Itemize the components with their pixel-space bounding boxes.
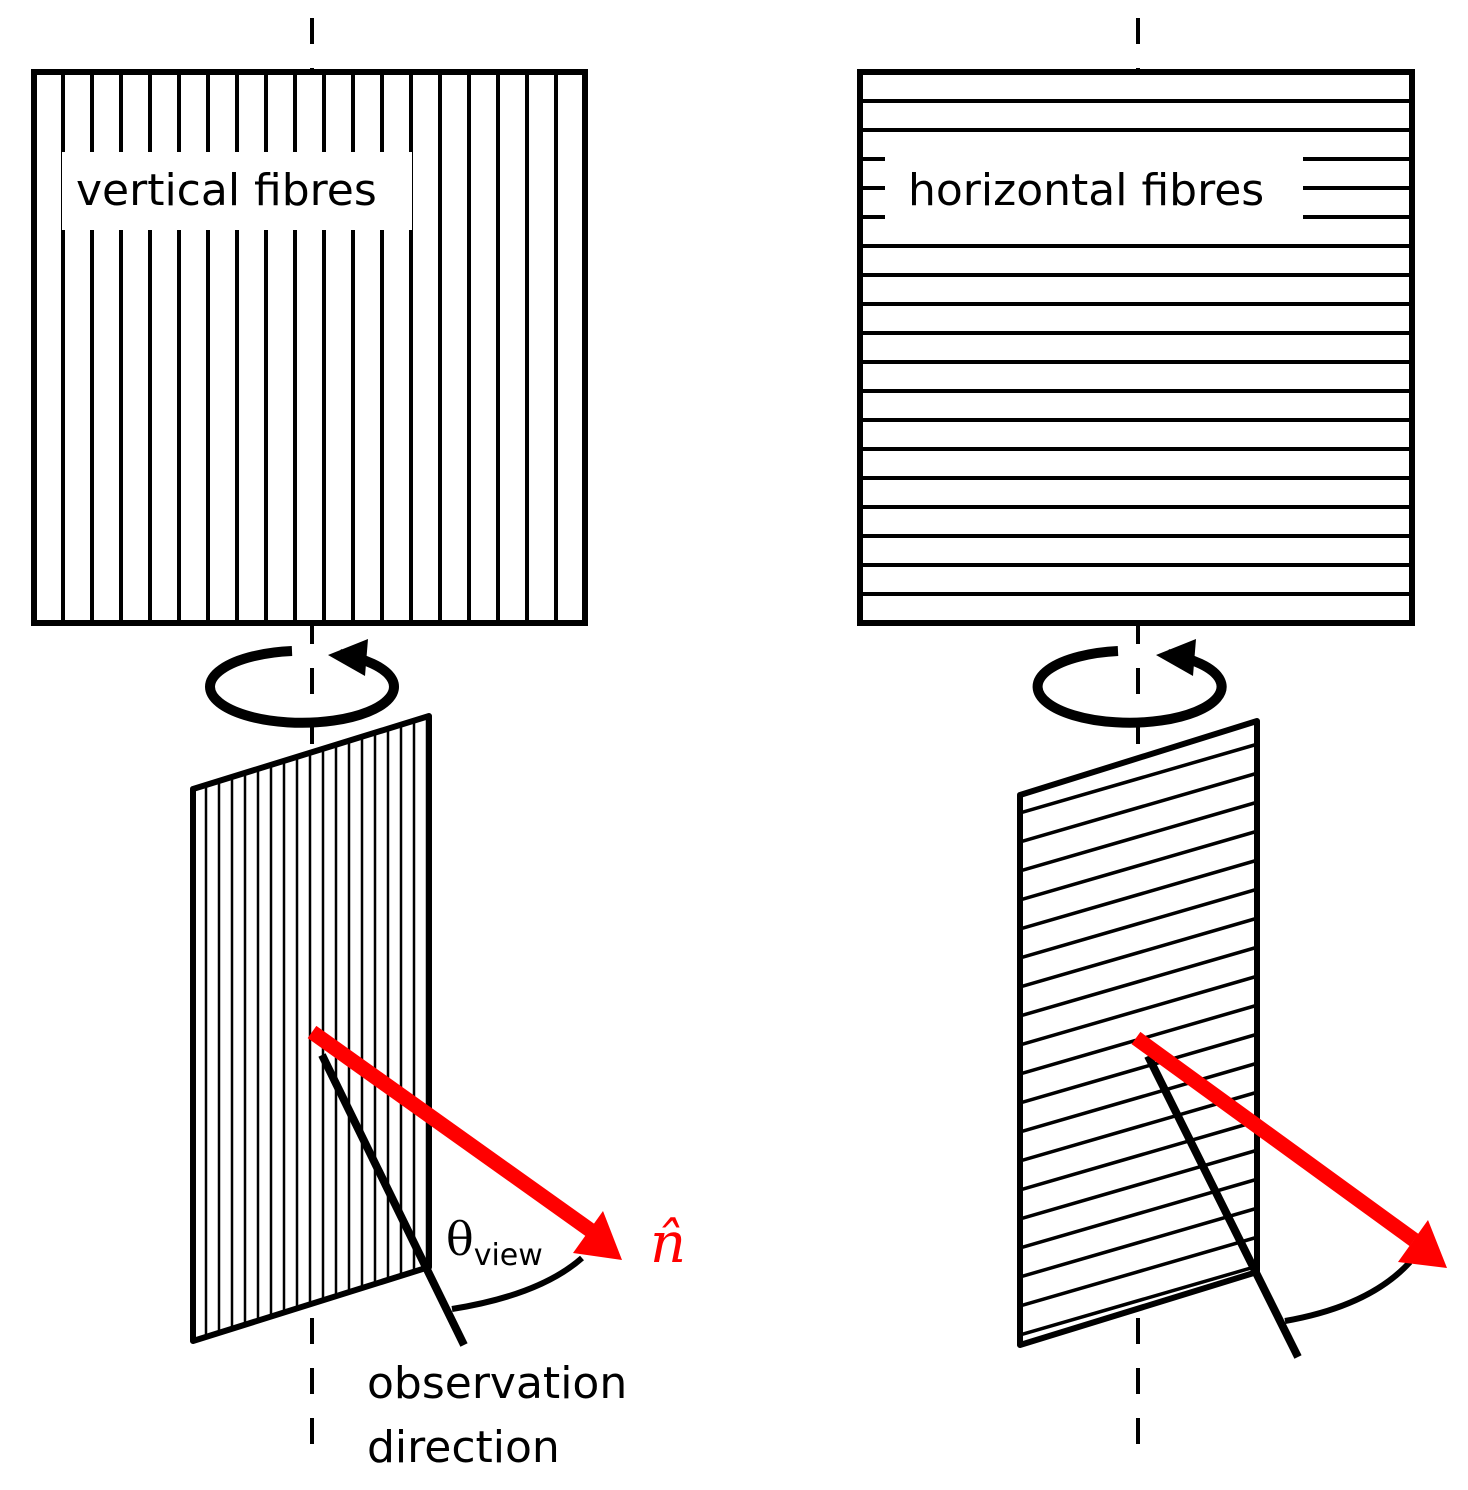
view-angle-arc-right <box>1284 1259 1413 1324</box>
rotation-arrow-right-icon <box>1032 639 1227 728</box>
horizontal-fibres-label: horizontal fibres <box>908 165 1264 216</box>
fibre-line <box>1020 764 1257 850</box>
fibre-line <box>1020 1257 1257 1343</box>
normal-vector-right-arrow <box>1131 1031 1447 1268</box>
normal-vector-left-arrow <box>307 1025 622 1260</box>
fibre-line <box>1020 735 1257 821</box>
observation-direction-label-line2: direction <box>367 1422 560 1473</box>
fibre-line <box>1020 822 1257 908</box>
fibre-line <box>1020 909 1257 995</box>
fibre-line <box>1020 851 1257 937</box>
vertical-fibres-panel: vertical fibres <box>31 69 588 626</box>
fibre-line <box>1020 1228 1257 1314</box>
vertical-fibres-label: vertical fibres <box>76 165 377 216</box>
view-angle-arc-left <box>451 1255 584 1312</box>
fibre-line <box>1020 1025 1257 1111</box>
observation-direction-label-line1: observation <box>367 1358 627 1409</box>
rotation-arrow-left-icon <box>205 639 399 728</box>
fibre-line <box>1020 1199 1257 1285</box>
fibre-line <box>1020 1083 1257 1169</box>
fibre-line <box>1020 793 1257 879</box>
fibre-line <box>1020 938 1257 1024</box>
fibre-line <box>1020 1112 1257 1198</box>
observation-direction-right <box>1144 1054 1302 1359</box>
rotated-sample-horizontal <box>1017 718 1260 1348</box>
rotated-sample-vertical <box>190 713 432 1344</box>
fibre-line <box>1020 880 1257 966</box>
horizontal-fibres-panel: horizontal fibres <box>857 69 1415 626</box>
observation-direction-left <box>318 1053 468 1347</box>
rotated-vertical-fibre-lines <box>204 716 429 1341</box>
fibre-line <box>1020 1054 1257 1140</box>
fibre-line <box>1020 1170 1257 1256</box>
fibre-line <box>1020 967 1257 1053</box>
normal-vector-label: n̂ <box>650 1211 686 1276</box>
theta-view-symbol: θview <box>446 1212 543 1273</box>
fibre-line <box>1020 1141 1257 1227</box>
horizontal-fibre-lines <box>860 99 1412 596</box>
